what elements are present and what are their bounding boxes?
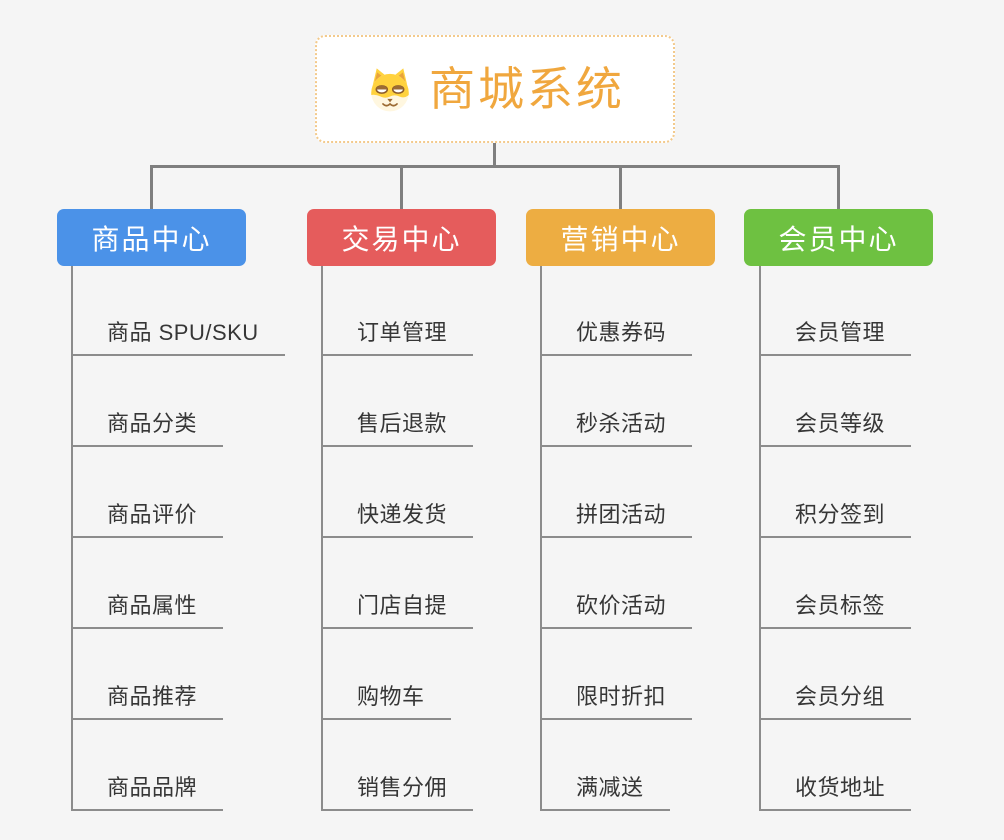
leaf-item-group-buy[interactable]: 拼团活动 xyxy=(542,500,693,538)
connector-drop-marketing xyxy=(619,165,622,209)
leaf-item-store-pickup[interactable]: 门店自提 xyxy=(323,591,474,629)
connector-drop-member xyxy=(837,165,840,209)
leaf-item-sales-commission[interactable]: 销售分佣 xyxy=(323,773,474,811)
leaf-item-member-level[interactable]: 会员等级 xyxy=(761,409,912,447)
dog-face-icon xyxy=(365,66,415,113)
leaf-item-product-category[interactable]: 商品分类 xyxy=(73,409,224,447)
leaf-item-after-sale[interactable]: 售后退款 xyxy=(323,409,474,447)
leaf-item-full-reduction[interactable]: 满减送 xyxy=(542,773,670,811)
leaf-item-product-review[interactable]: 商品评价 xyxy=(73,500,224,538)
leaf-item-shopping-cart[interactable]: 购物车 xyxy=(323,682,451,720)
root-label: 商城系统 xyxy=(429,63,625,115)
leaf-item-order-manage[interactable]: 订单管理 xyxy=(323,318,474,356)
leaf-item-product-spu-sku[interactable]: 商品 SPU/SKU xyxy=(73,318,285,356)
leaf-item-product-recommend[interactable]: 商品推荐 xyxy=(73,682,224,720)
leaf-item-bargain[interactable]: 砍价活动 xyxy=(542,591,693,629)
leaf-item-points-signin[interactable]: 积分签到 xyxy=(761,500,912,538)
branch-node-member-center[interactable]: 会员中心 xyxy=(744,209,933,266)
root-node[interactable]: 商城系统 xyxy=(315,35,675,143)
leaf-item-shipping-address[interactable]: 收货地址 xyxy=(761,773,912,811)
leaf-item-member-tag[interactable]: 会员标签 xyxy=(761,591,912,629)
leaf-item-flash-sale[interactable]: 秒杀活动 xyxy=(542,409,693,447)
connector-branch-rail xyxy=(150,165,840,168)
connector-drop-trade xyxy=(400,165,403,209)
branch-node-marketing-center[interactable]: 营销中心 xyxy=(526,209,715,266)
leaf-item-product-brand[interactable]: 商品品牌 xyxy=(73,773,224,811)
leaf-column-trade-center: 订单管理 售后退款 快递发货 门店自提 购物车 销售分佣 xyxy=(321,266,474,811)
leaf-item-coupon-code[interactable]: 优惠券码 xyxy=(542,318,693,356)
leaf-item-member-manage[interactable]: 会员管理 xyxy=(761,318,912,356)
branch-node-trade-center[interactable]: 交易中心 xyxy=(307,209,496,266)
connector-root-stub xyxy=(493,143,496,168)
leaf-item-express-ship[interactable]: 快递发货 xyxy=(323,500,474,538)
leaf-column-marketing-center: 优惠券码 秒杀活动 拼团活动 砍价活动 限时折扣 满减送 xyxy=(540,266,693,811)
leaf-item-member-group[interactable]: 会员分组 xyxy=(761,682,912,720)
leaf-column-product-center: 商品 SPU/SKU 商品分类 商品评价 商品属性 商品推荐 商品品牌 xyxy=(71,266,285,811)
leaf-item-time-discount[interactable]: 限时折扣 xyxy=(542,682,693,720)
leaf-item-product-attr[interactable]: 商品属性 xyxy=(73,591,224,629)
branch-node-product-center[interactable]: 商品中心 xyxy=(57,209,246,266)
leaf-column-member-center: 会员管理 会员等级 积分签到 会员标签 会员分组 收货地址 xyxy=(759,266,912,811)
connector-drop-product xyxy=(150,165,153,209)
